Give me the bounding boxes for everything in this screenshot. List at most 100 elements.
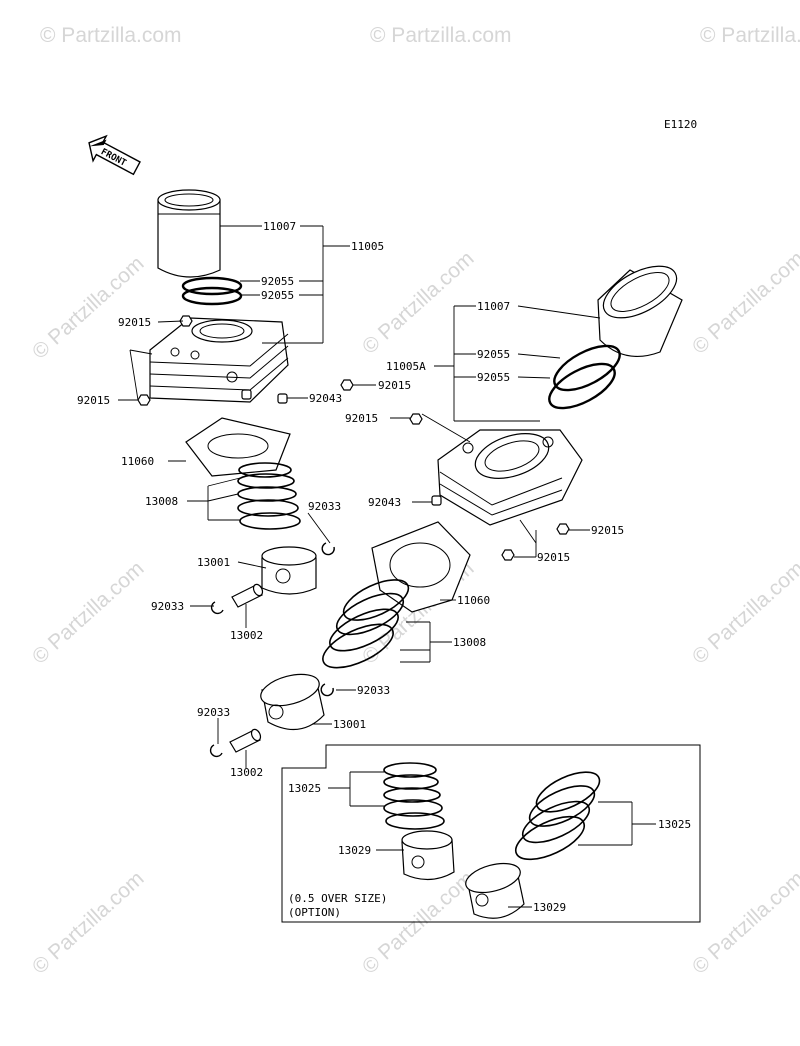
os-ring-left-1 [383, 762, 437, 778]
bolt-right [340, 379, 354, 391]
label-top-circlip-left: 92033 [151, 600, 184, 613]
top-piston-leaders [187, 477, 331, 628]
piston-ring-3 [237, 486, 297, 502]
label-rear-assy: 11005A [386, 360, 426, 373]
dowel-a [241, 389, 252, 400]
label-rear-piston: 13001 [333, 718, 366, 731]
bolt-rear-left [409, 413, 423, 425]
bolt-left [137, 394, 151, 406]
label-top-bolt-left: 92015 [77, 394, 110, 407]
label-top-ring-b: 92055 [261, 289, 294, 302]
oversize-frame [281, 744, 701, 923]
label-rear-rings: 13008 [453, 636, 486, 649]
label-rear-dowel: 92043 [368, 496, 401, 509]
label-top-assy: 11005 [351, 240, 384, 253]
oversize-note-line2: (OPTION) [288, 906, 341, 919]
label-top-gasket: 11060 [121, 455, 154, 468]
gasket-top [185, 417, 291, 477]
rear-cylinder-group: 11007 11005A 92055 92055 92015 92043 920… [322, 265, 683, 669]
os-ring-right-4 [514, 815, 586, 861]
watermark: © Partzilla.com [688, 557, 800, 669]
label-rear-bolt-right-b: 92015 [537, 551, 570, 564]
gasket-rear [371, 521, 471, 613]
piston-rear [260, 673, 325, 731]
label-rear-bolt-left: 92015 [345, 412, 378, 425]
os-ring-left-5 [385, 812, 445, 830]
rear-cylinder-leaders [390, 305, 601, 663]
cylinder-liner-top [157, 189, 221, 278]
oversize-leaders [328, 771, 656, 908]
label-top-bolt-right: 92015 [378, 379, 411, 392]
piston-ring-2 [237, 473, 295, 489]
watermark: © Partzilla.com [688, 247, 800, 359]
label-rear-pin: 13002 [230, 766, 263, 779]
circlip-left-top [210, 601, 224, 615]
label-rear-bolt-right-a: 92015 [591, 524, 624, 537]
bolt-rear-right-b [501, 549, 515, 561]
label-top-pin: 13002 [230, 629, 263, 642]
oversize-option-box: 13025 13029 13025 13029 (0.5 OVER SIZE) … [281, 744, 701, 923]
oversize-note-line1: (0.5 OVER SIZE) [288, 892, 387, 905]
piston-pin-top [231, 583, 264, 608]
os-ring-left-3 [383, 787, 441, 803]
rear-piston-ring-1 [342, 579, 410, 621]
label-top-ring-a: 92055 [261, 275, 294, 288]
label-top-piston: 13001 [197, 556, 230, 569]
piston-ring-1 [238, 462, 292, 478]
label-os-rings-left: 13025 [288, 782, 321, 795]
o-ring-top-b [181, 286, 243, 306]
cylinder-block-rear [437, 429, 583, 526]
label-rear-ring-a: 92055 [477, 348, 510, 361]
label-os-rings-right: 13025 [658, 818, 691, 831]
label-rear-ring-b: 92055 [477, 371, 510, 384]
circlip-right-top [321, 542, 335, 556]
label-rear-circlip-left: 92033 [197, 706, 230, 719]
piston-pin-rear [229, 728, 262, 753]
watermark: © Partzilla.com [358, 867, 479, 979]
dowel-b [277, 393, 288, 404]
label-top-circlip-right: 92033 [308, 500, 341, 513]
label-rear-gasket: 11060 [457, 594, 490, 607]
os-piston-right [465, 862, 525, 919]
os-ring-right-1 [535, 771, 601, 813]
dowel-rear [431, 495, 442, 506]
label-top-dowel: 92043 [309, 392, 342, 405]
top-cylinder-leaders [118, 225, 376, 462]
label-os-piston-left: 13029 [338, 844, 371, 857]
piston-ring-5 [239, 512, 301, 530]
watermark: © Partzilla.com [28, 867, 149, 979]
watermark: © Partzilla.com [700, 24, 800, 47]
os-ring-left-4 [383, 799, 443, 817]
o-ring-rear-b [548, 362, 616, 410]
label-top-liner: 11007 [263, 220, 296, 233]
front-arrow-icon: FRONT [88, 134, 141, 176]
watermark: © Partzilla.com [358, 247, 479, 359]
watermark: © Partzilla.com [28, 557, 149, 669]
watermark: © Partzilla.com [688, 867, 800, 979]
bolt-rear-right-a [556, 523, 570, 535]
cylinder-liner-rear [597, 265, 683, 358]
label-top-bolt-top: 92015 [118, 316, 151, 329]
piston-top [261, 546, 317, 595]
cylinder-block-top [149, 317, 289, 403]
top-cylinder-group: 11007 11005 92055 92055 92015 92015 9201… [77, 189, 411, 477]
circlip-right-rear [320, 683, 334, 697]
circlip-left-rear [209, 744, 223, 758]
rear-piston-ring-4 [322, 623, 394, 669]
rear-piston-group: 92033 13001 92033 13002 [197, 673, 390, 779]
watermark: © Partzilla.com [370, 24, 512, 47]
os-piston-left [401, 830, 455, 881]
top-piston-group: 13008 92033 13001 92033 13002 [145, 462, 341, 642]
o-ring-top-a [181, 276, 243, 296]
label-os-piston-right: 13029 [533, 901, 566, 914]
os-ring-left-2 [383, 774, 439, 790]
label-top-rings: 13008 [145, 495, 178, 508]
watermark: © Partzilla.com [28, 252, 149, 364]
watermark: © Partzilla.com [40, 24, 182, 47]
label-rear-liner: 11007 [477, 300, 510, 313]
diagram-code: E1120 [664, 118, 697, 131]
label-rear-circlip-right: 92033 [357, 684, 390, 697]
rear-piston-leaders [217, 689, 356, 768]
piston-ring-4 [237, 499, 299, 517]
